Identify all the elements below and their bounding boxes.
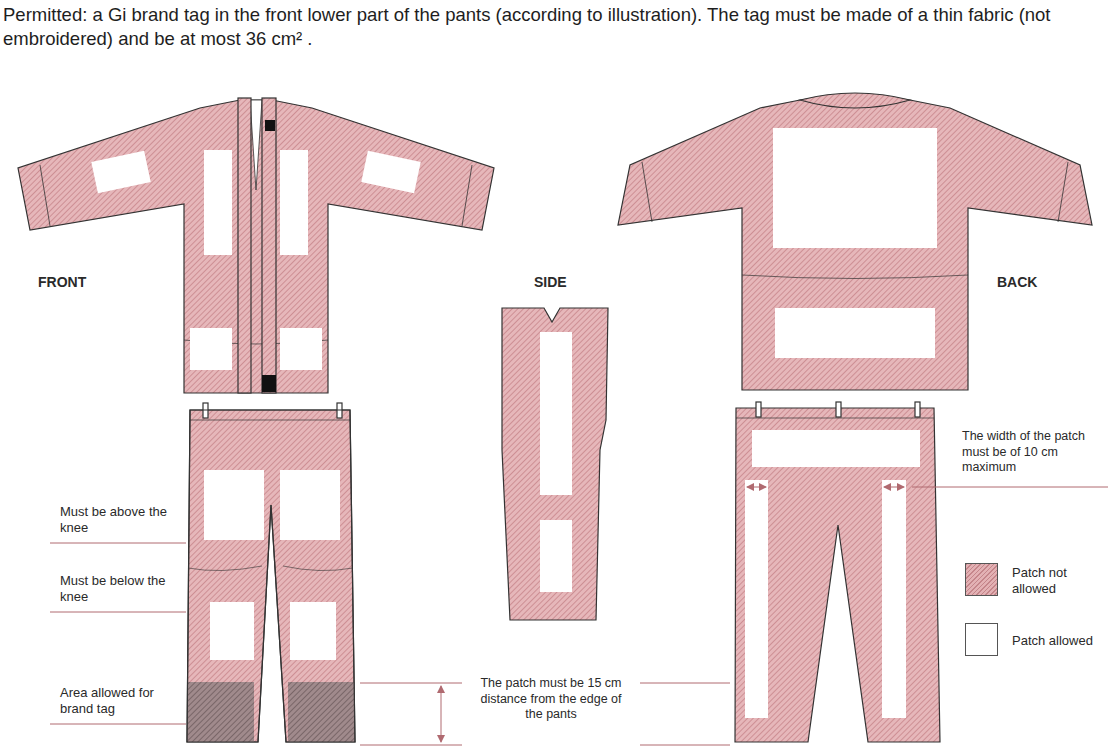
back-pants xyxy=(735,402,940,742)
cuff-line xyxy=(40,165,50,226)
knee-note: Must be below the knee xyxy=(60,573,172,606)
dimension-note: The width of the patch must be of 10 cm … xyxy=(962,429,1104,476)
view-label: FRONT xyxy=(38,274,86,291)
brand-tag-note: Area allowed for brand tag xyxy=(60,685,172,718)
cuff-line xyxy=(642,162,652,222)
brand-tag-area xyxy=(188,682,254,742)
leader-lines xyxy=(50,487,1108,745)
allowed-patches xyxy=(745,430,920,718)
collar-tag xyxy=(265,120,275,131)
note-text: Permitted: a Gi brand tag in the front l… xyxy=(3,3,1112,52)
leader-line xyxy=(360,683,462,684)
pants-outline xyxy=(187,410,355,742)
legend-text: Patch not allowed xyxy=(1012,565,1108,598)
pants-body xyxy=(502,308,608,620)
knee-seam xyxy=(188,566,353,571)
dimension-arrow xyxy=(884,487,904,488)
leader-line xyxy=(50,612,186,613)
lapel-tag xyxy=(262,375,276,392)
allowed-patches xyxy=(204,470,340,660)
lapel xyxy=(262,98,276,393)
allowed-patches xyxy=(540,332,572,592)
dimension-arrow xyxy=(441,686,442,742)
leader-line xyxy=(912,487,1108,488)
legend-swatch xyxy=(965,563,998,596)
leader-line xyxy=(640,745,730,746)
knee-note: Must be above the knee xyxy=(60,504,172,537)
waistband xyxy=(190,420,350,421)
view-label: SIDE xyxy=(534,274,567,291)
side-pants xyxy=(502,308,608,620)
jacket-body xyxy=(618,96,1092,390)
legend-swatch xyxy=(965,623,998,656)
collar xyxy=(800,93,910,108)
view-label: BACK xyxy=(997,274,1037,291)
back-jacket xyxy=(618,93,1092,390)
leader-line xyxy=(50,543,186,544)
pants-body xyxy=(735,408,940,742)
brand-tag-area xyxy=(288,682,354,742)
dimension-arrow xyxy=(747,487,766,488)
lapel xyxy=(238,98,251,393)
allowed-patches xyxy=(773,128,937,358)
jacket-body xyxy=(18,100,494,393)
front-jacket xyxy=(18,98,494,393)
waistband xyxy=(736,418,934,419)
belt-loop xyxy=(915,402,920,417)
cuff-line xyxy=(462,165,472,226)
leader-line xyxy=(50,724,186,725)
leader-line xyxy=(360,745,462,746)
inner-neck xyxy=(250,100,262,190)
distance-note: The patch must be 15 cm distance from th… xyxy=(476,676,626,723)
cuff-line xyxy=(1058,162,1068,222)
belt-loop xyxy=(836,402,841,417)
pants-body xyxy=(187,410,355,742)
leader-line xyxy=(640,683,730,684)
belt-line xyxy=(742,275,968,279)
belt-loop xyxy=(756,402,761,417)
front-pants xyxy=(187,403,355,742)
legend-text: Patch allowed xyxy=(1012,633,1108,649)
